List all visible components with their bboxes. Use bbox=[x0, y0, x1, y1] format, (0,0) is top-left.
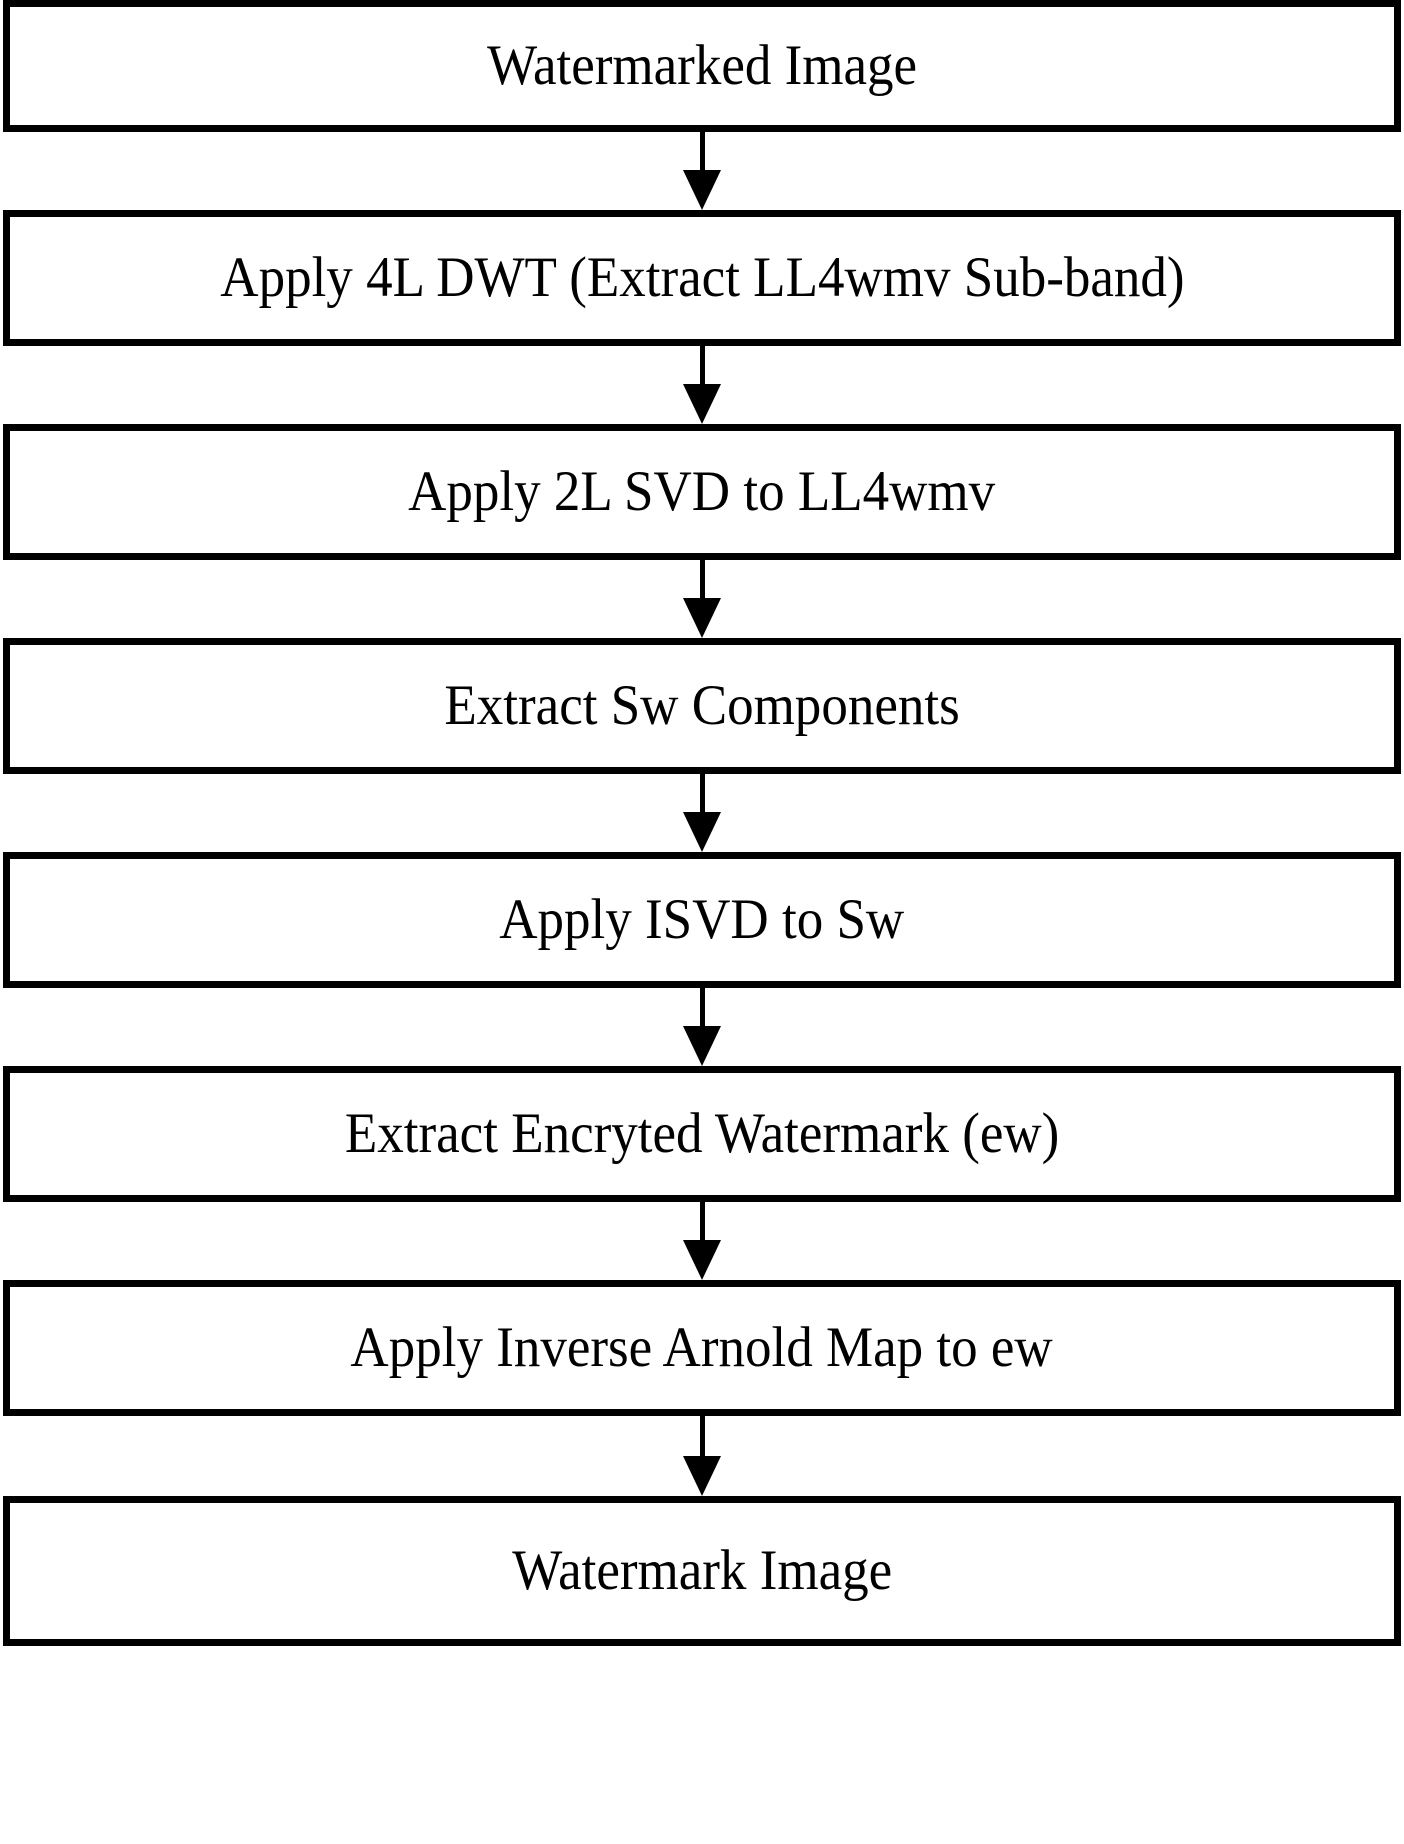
down-arrow-icon bbox=[683, 384, 721, 424]
flow-step-extract-sw-components[interactable]: Extract Sw Components bbox=[3, 638, 1401, 774]
flow-step-watermark-image[interactable]: Watermark Image bbox=[3, 1496, 1401, 1646]
down-arrow-icon bbox=[683, 170, 721, 210]
flow-step-extract-encryted-watermark[interactable]: Extract Encryted Watermark (ew) bbox=[3, 1066, 1401, 1202]
flow-step-label: Watermarked Image bbox=[487, 34, 917, 98]
arrow-stem bbox=[699, 1416, 705, 1456]
arrow-stem bbox=[699, 132, 705, 170]
arrow-stem bbox=[699, 774, 705, 812]
connector-arrow-7 bbox=[3, 1416, 1401, 1496]
flow-step-label: Apply ISVD to Sw bbox=[499, 888, 905, 952]
down-arrow-icon bbox=[683, 598, 721, 638]
flow-step-label: Apply 2L SVD to LL4wmv bbox=[408, 460, 996, 524]
flow-step-apply-inverse-arnold-map[interactable]: Apply Inverse Arnold Map to ew bbox=[3, 1280, 1401, 1416]
arrow-stem bbox=[699, 346, 705, 384]
flow-step-watermarked-image[interactable]: Watermarked Image bbox=[3, 0, 1401, 132]
down-arrow-icon bbox=[683, 1456, 721, 1496]
flow-step-apply-4l-dwt[interactable]: Apply 4L DWT (Extract LL4wmv Sub-band) bbox=[3, 210, 1401, 346]
connector-arrow-4 bbox=[3, 774, 1401, 852]
connector-arrow-2 bbox=[3, 346, 1401, 424]
arrow-stem bbox=[699, 1202, 705, 1240]
flow-step-label: Watermark Image bbox=[512, 1539, 892, 1603]
flow-step-label: Apply Inverse Arnold Map to ew bbox=[350, 1316, 1054, 1380]
flow-step-apply-2l-svd[interactable]: Apply 2L SVD to LL4wmv bbox=[3, 424, 1401, 560]
down-arrow-icon bbox=[683, 1026, 721, 1066]
arrow-stem bbox=[699, 988, 705, 1026]
flow-step-apply-isvd-to-sw[interactable]: Apply ISVD to Sw bbox=[3, 852, 1401, 988]
down-arrow-icon bbox=[683, 812, 721, 852]
arrow-stem bbox=[699, 560, 705, 598]
connector-arrow-5 bbox=[3, 988, 1401, 1066]
flow-step-label: Extract Sw Components bbox=[444, 674, 960, 738]
flow-step-label: Extract Encryted Watermark (ew) bbox=[344, 1102, 1060, 1166]
down-arrow-icon bbox=[683, 1240, 721, 1280]
connector-arrow-1 bbox=[3, 132, 1401, 210]
connector-arrow-3 bbox=[3, 560, 1401, 638]
flow-step-label: Apply 4L DWT (Extract LL4wmv Sub-band) bbox=[219, 246, 1185, 310]
connector-arrow-6 bbox=[3, 1202, 1401, 1280]
